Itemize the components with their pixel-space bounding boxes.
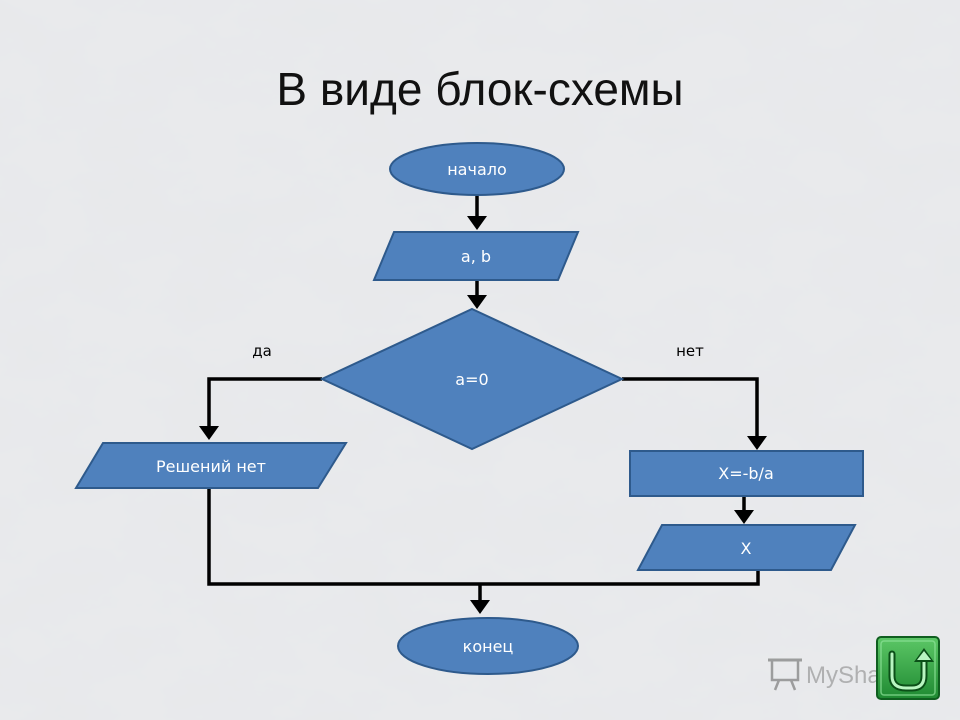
connector-compute-output: [734, 496, 754, 524]
no-solutions-label: Решений нет: [156, 457, 266, 476]
return-arrow-icon[interactable]: [876, 636, 940, 700]
connector-decision-no: [622, 377, 767, 450]
presentation-icon: [768, 658, 802, 691]
no-branch-label: нет: [676, 342, 704, 360]
output-x-block: X: [636, 524, 857, 571]
compute-block: X=-b/a: [629, 450, 864, 497]
no-solutions-block: Решений нет: [74, 442, 348, 489]
yes-branch-label: да: [252, 342, 272, 360]
connector-input-decision: [467, 280, 487, 309]
connector-start-input: [467, 195, 487, 230]
connector-decision-yes: [199, 377, 322, 440]
input-block: a, b: [372, 231, 580, 281]
slide-title: В виде блок-схемы: [276, 63, 684, 115]
output-x-label: X: [741, 539, 752, 558]
decision-label: a=0: [455, 370, 488, 389]
input-label: a, b: [461, 247, 491, 266]
decision-block: a=0: [319, 307, 625, 451]
start-terminal: начало: [389, 142, 565, 196]
compute-label: X=-b/a: [718, 464, 774, 483]
end-label: конец: [463, 637, 514, 656]
connector-merge-end: [207, 488, 760, 614]
start-label: начало: [447, 160, 507, 179]
end-terminal: конец: [397, 617, 579, 675]
